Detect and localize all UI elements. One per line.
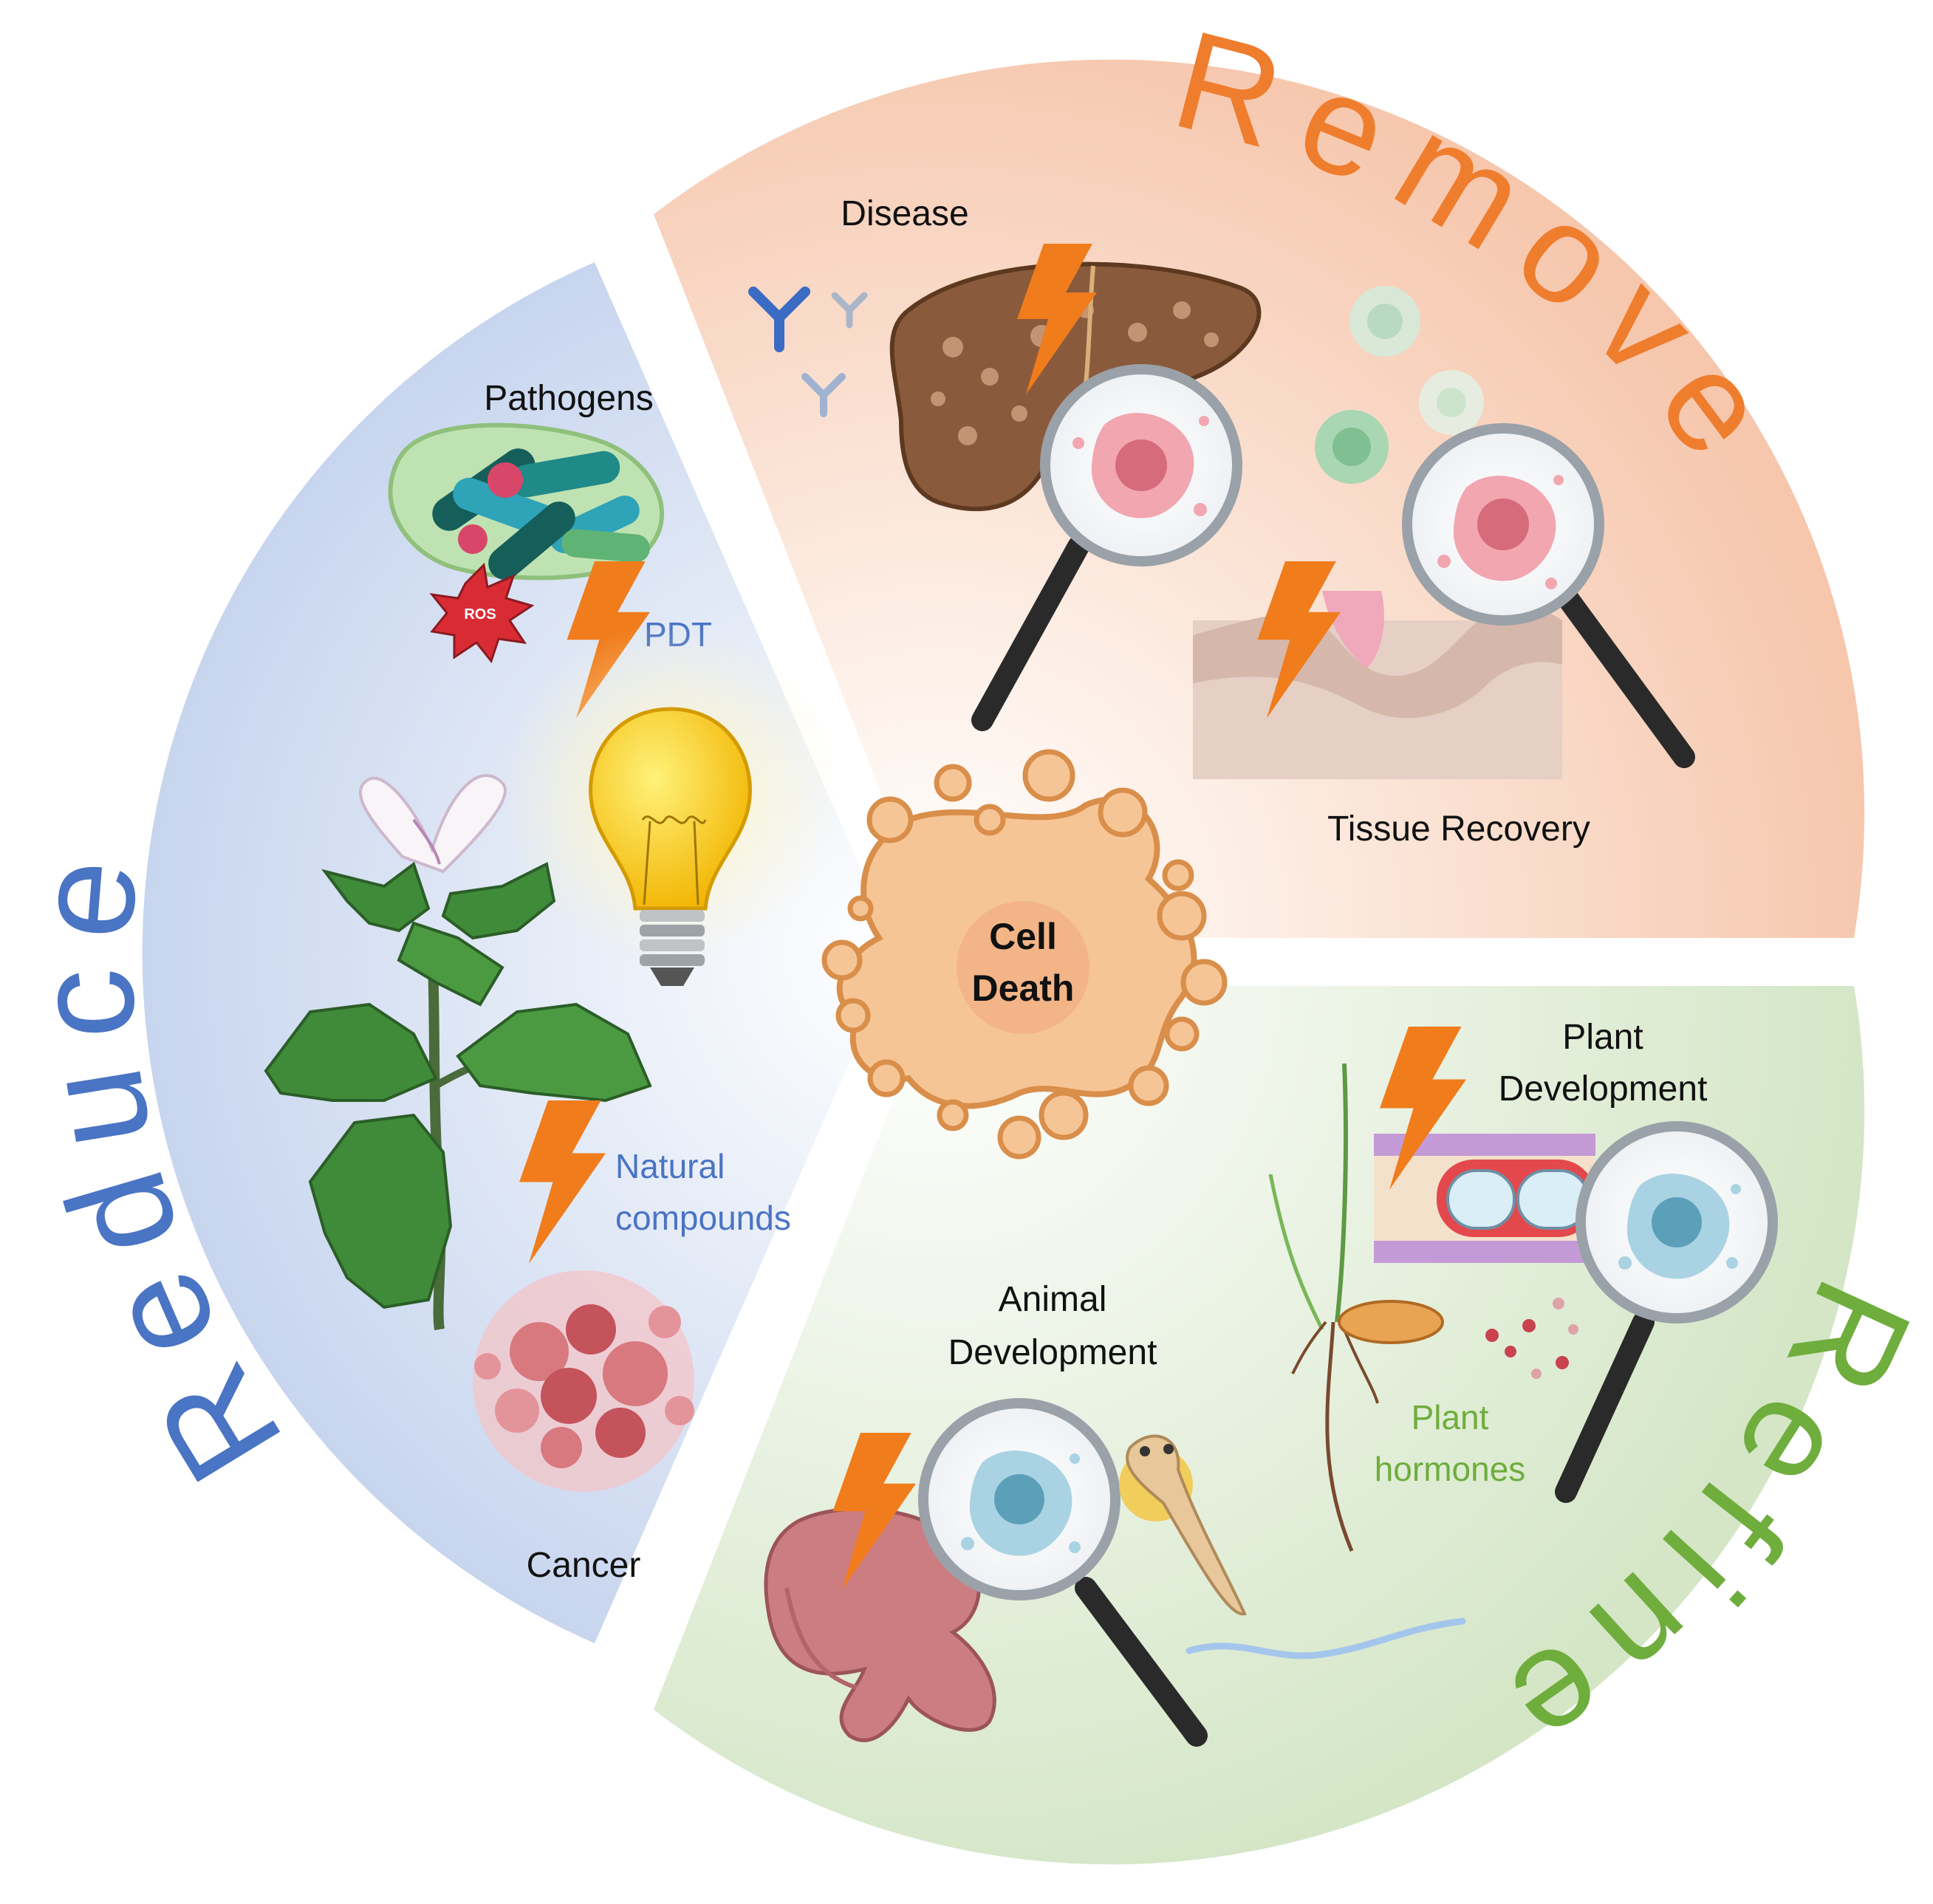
label-pathogens: Pathogens [484,379,654,418]
magnifier-animal-icon [918,1398,1208,1747]
hormone-dots-icon [1485,1298,1578,1379]
worm-icon [1186,1617,1466,1660]
magnifier-tissue-icon [1402,423,1695,768]
label-ros: ROS [464,606,496,623]
cancer-cells-icon [473,1270,694,1492]
sector-refine [654,986,1865,1865]
label-plant-hormones-line2: hormones [1375,1450,1526,1488]
label-plant-development-line1: Plant [1562,1018,1643,1057]
label-disease: Disease [841,194,968,233]
center-title-line1: Cell [989,916,1057,957]
label-tissue-recovery: Tissue Recovery [1327,809,1590,849]
antibody-icon [748,287,868,417]
stem-cells-icon [1315,286,1484,484]
cell-death-blob [821,749,1228,1160]
label-animal-development-line1: Animal [999,1280,1107,1319]
label-plant-development-line2: Development [1499,1069,1708,1109]
label-plant-hormones-line1: Plant [1412,1398,1489,1436]
datura-plant-icon [264,774,652,1331]
pathogens-icon [388,422,665,581]
skin-tissue-icon [1193,591,1562,779]
label-natural-compounds-line1: Natural [615,1147,725,1185]
center-title-line2: Death [972,968,1075,1009]
sector-reduce [142,262,897,1643]
label-cancer: Cancer [527,1546,641,1585]
ros-burst-icon [429,562,535,664]
label-animal-development-line2: Development [948,1333,1157,1372]
seedling-icon [1268,1063,1444,1552]
zebrafish-larva-icon [1119,1434,1247,1616]
magnifier-disease-icon [971,364,1242,731]
lightbulb-icon [501,624,841,986]
label-natural-compounds-line2: compounds [615,1199,791,1237]
magnifier-plant-icon [1555,1121,1778,1503]
